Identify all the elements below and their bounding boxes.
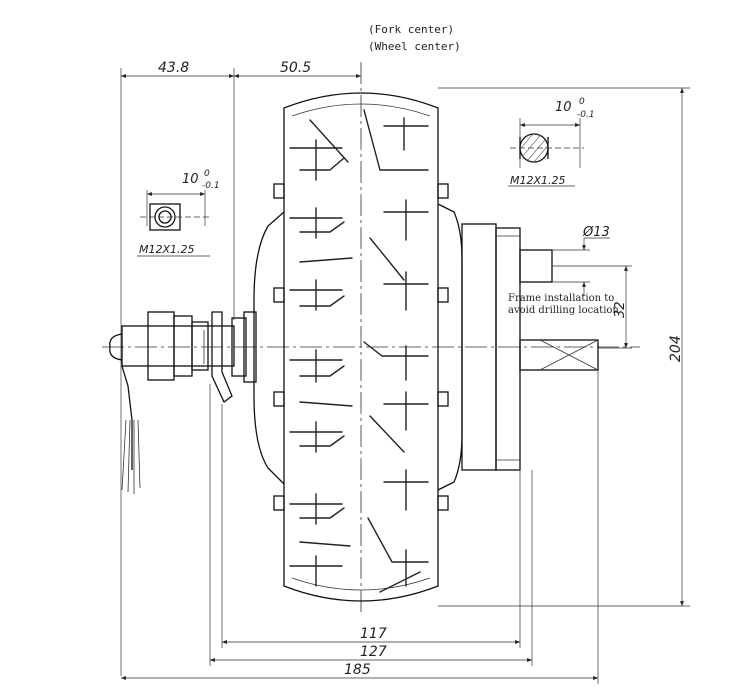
frame-note-line2: avoid drilling location xyxy=(508,305,619,316)
top-dimension-lines xyxy=(120,68,361,676)
right-tolerance-lower: -0.1 xyxy=(577,110,595,120)
frame-note-line1: Frame installation to xyxy=(508,293,614,304)
shaft-diameter-dimension: Ø13 xyxy=(582,225,610,240)
right-hub-body xyxy=(437,203,599,491)
left-axle-assembly xyxy=(109,311,235,494)
shaft-height-dimension: 32 xyxy=(613,301,628,318)
left-tolerance-base: 10 xyxy=(182,172,199,187)
right-tolerance-upper: 0 xyxy=(579,97,585,107)
width-overall-dimension: 185 xyxy=(344,662,371,678)
center-lines xyxy=(102,62,640,612)
left-thread-spec: M12X1.25 xyxy=(139,243,195,256)
wheel-center-label: (Wheel center) xyxy=(368,40,461,53)
width-mid-dimension: 127 xyxy=(360,644,387,660)
left-hub-cover xyxy=(231,211,285,485)
fork-center-label: (Fork center) xyxy=(368,23,454,36)
left-tolerance-lower: -0.1 xyxy=(202,181,220,191)
right-tolerance-base: 10 xyxy=(555,100,572,115)
tire xyxy=(273,92,449,602)
hub-offset-dimension: 50.5 xyxy=(280,60,311,76)
left-axle-section xyxy=(137,190,210,257)
left-tolerance-upper: 0 xyxy=(204,169,210,179)
width-inner-dimension: 117 xyxy=(360,626,387,642)
bottom-dimension-lines xyxy=(121,370,599,684)
right-thread-spec: M12X1.25 xyxy=(510,174,566,187)
height-dimension-lines xyxy=(438,87,690,607)
overall-height-dimension: 204 xyxy=(668,335,684,362)
right-axle-section xyxy=(508,118,584,187)
axle-offset-dimension: 43.8 xyxy=(158,60,189,76)
shaft-dimension-lines xyxy=(552,237,632,349)
